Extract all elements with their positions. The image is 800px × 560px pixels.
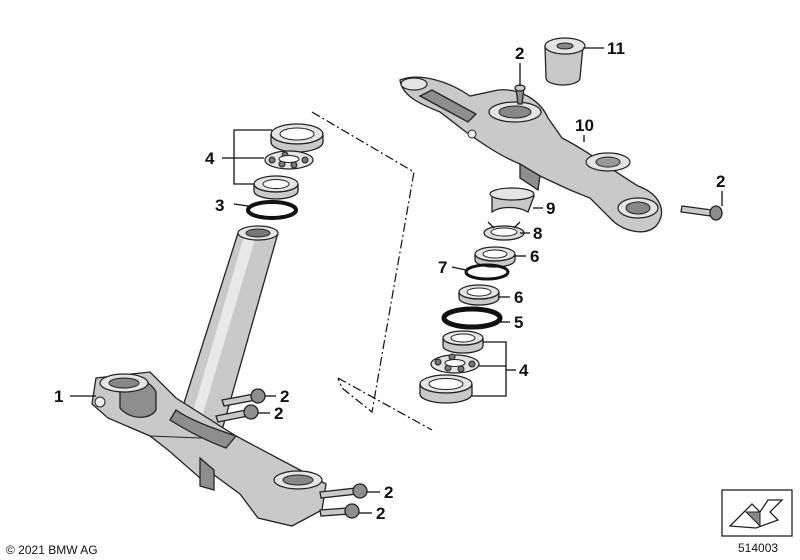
upper-bearing-cup-left [270,123,324,153]
leader-lines [70,47,723,514]
callout-2-top: 2 [515,44,524,63]
callout-7: 7 [438,258,447,277]
callout-1: 1 [54,387,63,406]
bearing-cage-left [264,150,314,170]
bearing-cup-right [419,374,473,404]
bearing-cage-right [430,353,480,374]
callout-11: 11 [607,39,625,58]
bolt-lower-bridge-3 [319,483,368,499]
callout-5: 5 [514,313,523,332]
bolt-lower-bridge-4 [319,503,360,519]
seal-ring-5 [441,306,503,330]
callout-9: 9 [546,199,555,218]
bolt-lower-bridge-2 [215,404,259,423]
callout-6-lower: 6 [514,288,523,307]
callout-2-bolt-a: 2 [280,387,289,406]
callout-2-bolt-c: 2 [384,483,393,502]
dust-cover-9 [489,187,535,214]
o-ring-7 [464,263,510,281]
callout-8: 8 [533,224,542,243]
centre-plug [544,37,586,86]
callout-10: 10 [575,116,594,135]
bolt-upper-right [680,205,723,221]
bearing-inner-race-left [253,175,299,200]
folded-arrow-icon [721,489,793,537]
copyright-notice: © 2021 BMW AG [6,543,98,557]
upper-fork-bridge [399,76,663,233]
callout-2-bolt-b: 2 [274,404,283,423]
seal-ring-left [246,200,298,220]
small-screw-top [514,84,526,105]
slotted-nut-6-lower [458,284,500,306]
lock-washer-8 [483,221,525,241]
assembly-guide-line-lower [337,377,433,431]
bearing-inner-race-right [442,330,484,354]
lower-fork-bridge [91,225,327,527]
callout-4-right: 4 [519,361,529,380]
diagram-number: 514003 [738,541,778,555]
callout-6-upper: 6 [530,247,539,266]
bolt-lower-bridge-1 [221,388,266,407]
callout-2-right: 2 [716,172,725,191]
assembly-guide-line [311,111,415,414]
callout-4-left: 4 [205,149,215,168]
callout-2-bolt-d: 2 [376,504,385,523]
callout-3: 3 [215,196,224,215]
